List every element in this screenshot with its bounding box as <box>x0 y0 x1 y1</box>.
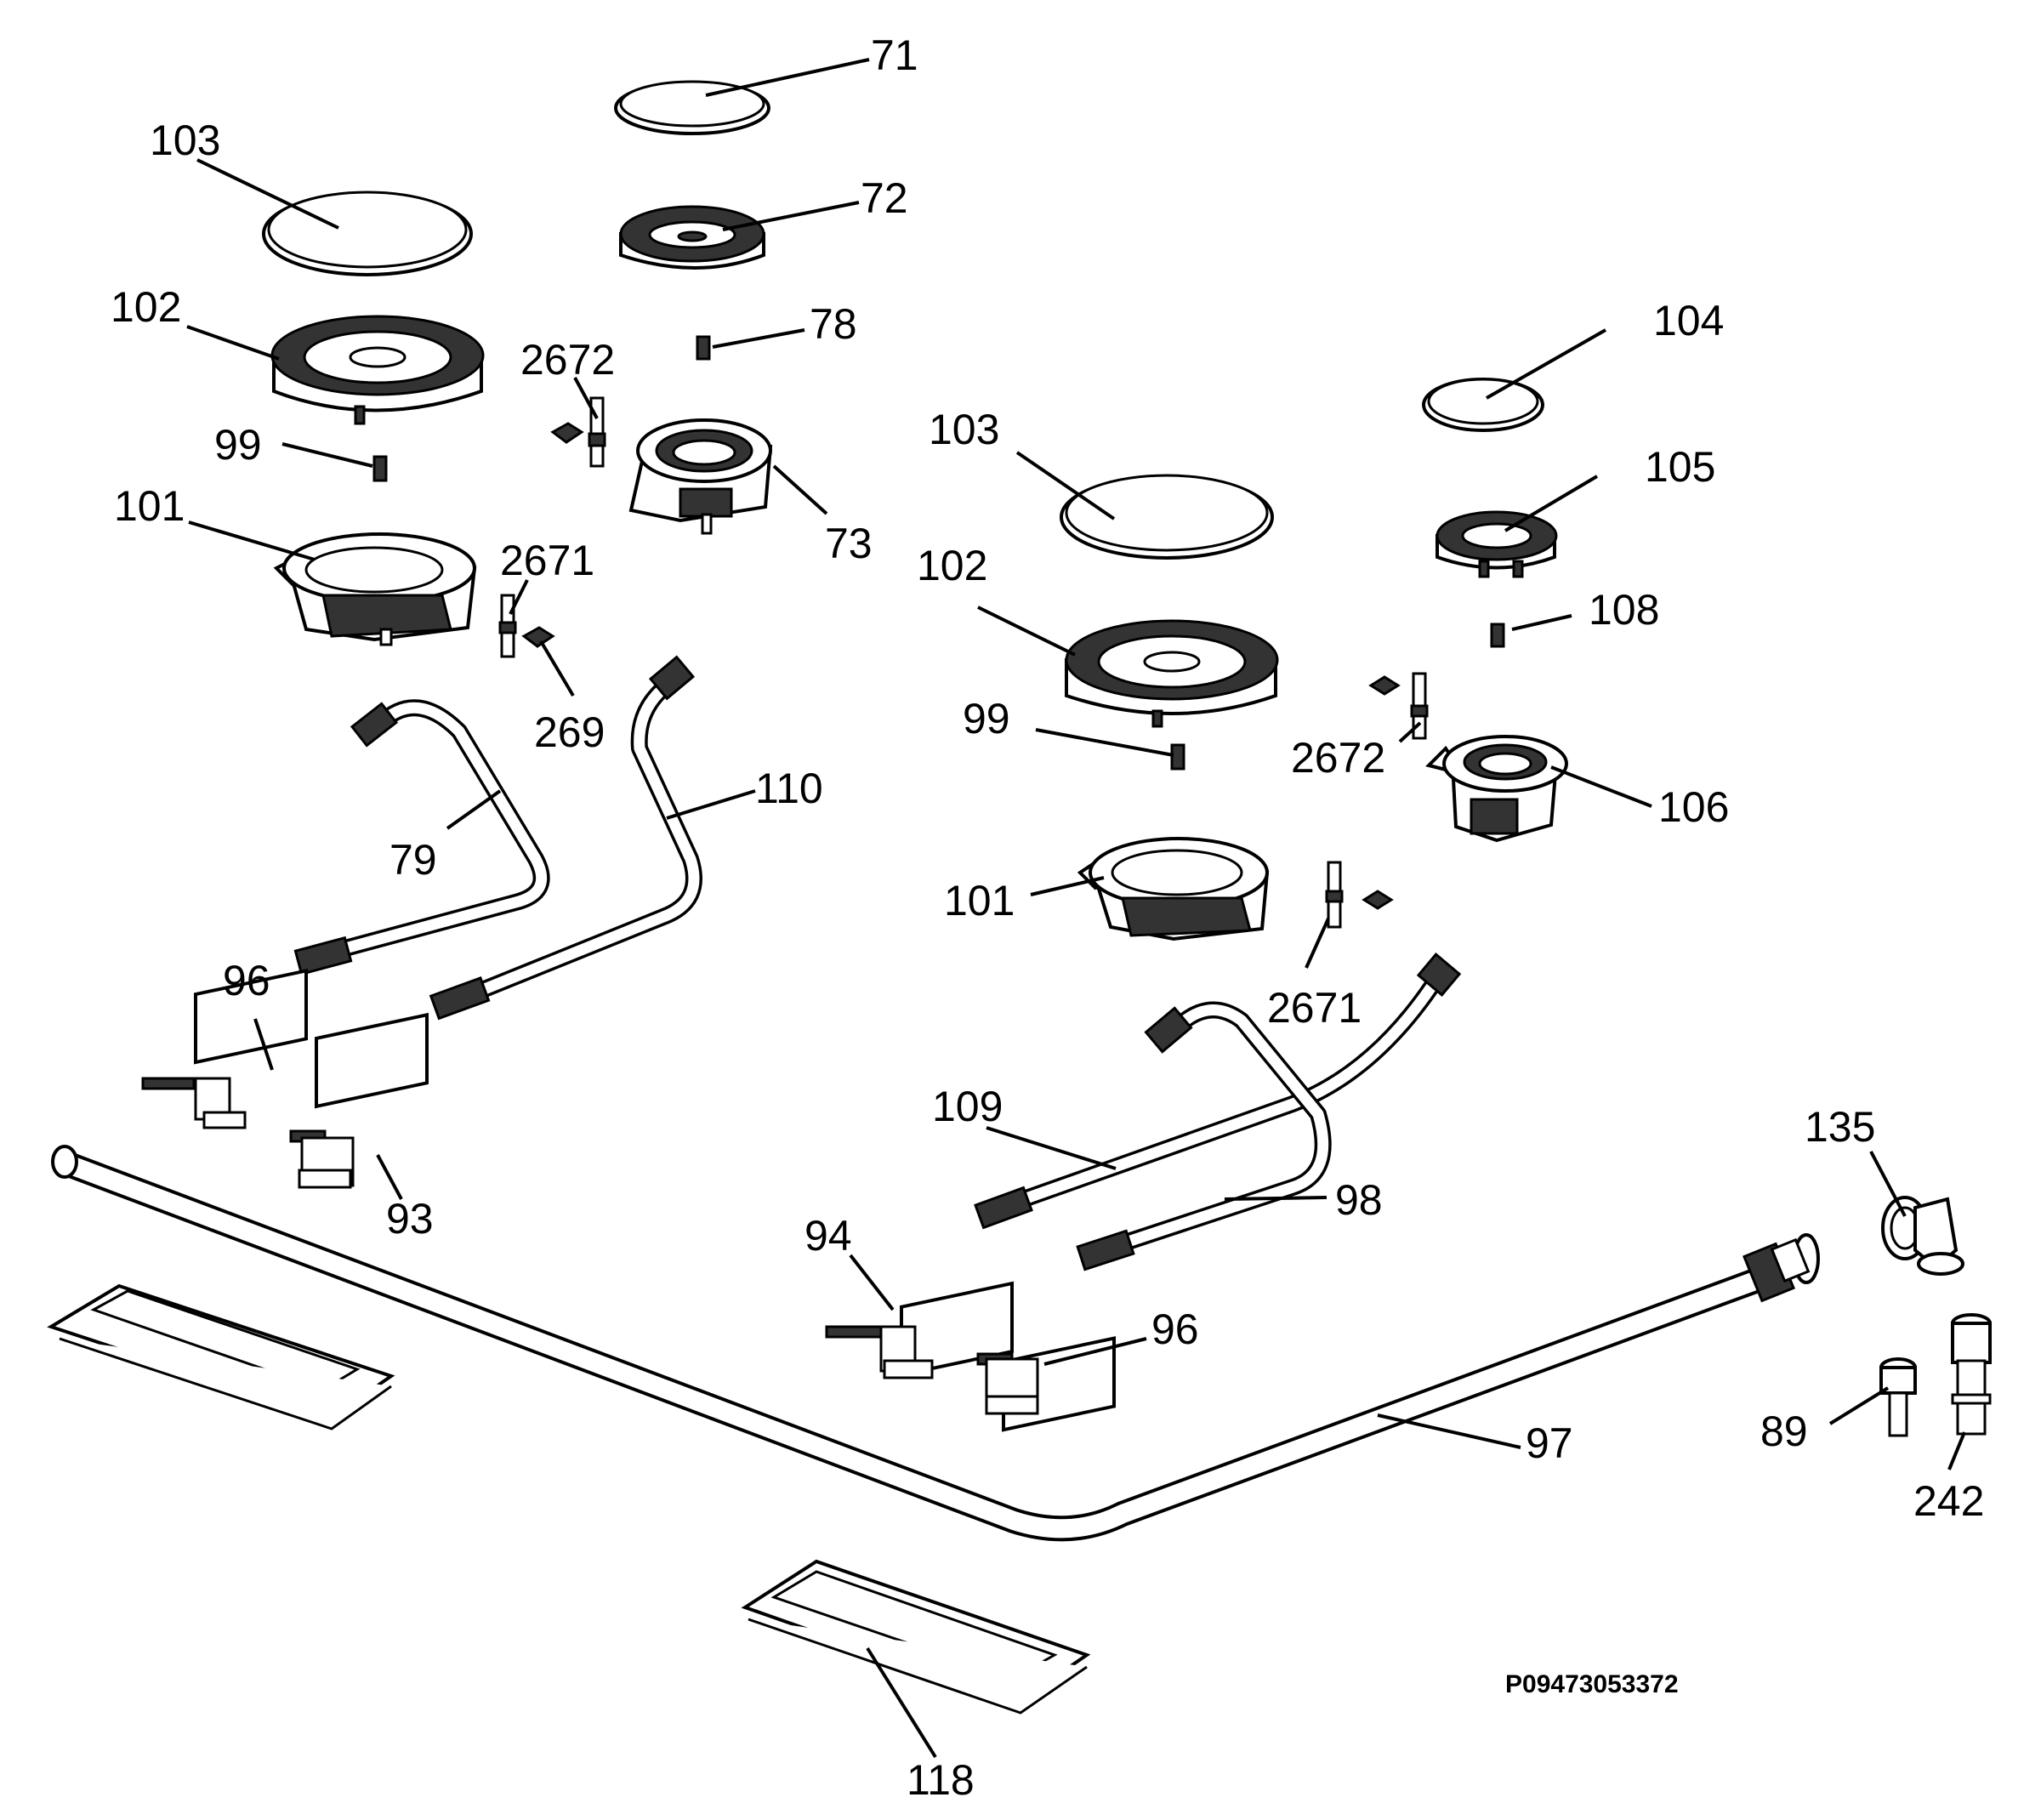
label-101-left: 101 <box>114 482 185 530</box>
label-118: 118 <box>907 1756 975 1804</box>
label-2672-right: 2672 <box>1291 734 1385 782</box>
label-98: 98 <box>1335 1176 1383 1224</box>
label-99-right: 99 <box>963 695 1010 742</box>
label-103-right: 103 <box>929 406 999 453</box>
label-79: 79 <box>389 836 437 884</box>
label-110: 110 <box>755 765 823 812</box>
label-102-right: 102 <box>917 542 987 589</box>
part-93-gas-valve-left[interactable] <box>289 1012 429 1189</box>
part-109-gas-tube[interactable] <box>974 953 1462 1230</box>
part-118-bracket-right[interactable] <box>741 1559 1091 1715</box>
label-96-right: 96 <box>1151 1305 1199 1353</box>
part-2671-electrode-left[interactable] <box>498 594 517 658</box>
part-135-elbow-fitting[interactable] <box>1881 1196 1964 1276</box>
label-102-left: 102 <box>111 283 181 331</box>
part-101-burner-base-left[interactable] <box>273 532 477 646</box>
label-2671-left: 2671 <box>500 537 594 584</box>
label-242: 242 <box>1913 1477 1984 1525</box>
label-104: 104 <box>1653 297 1724 344</box>
part-103-burner-cap-left[interactable] <box>262 191 473 276</box>
part-2672-electrode-left[interactable] <box>550 396 606 468</box>
part-96-gas-valve-left[interactable] <box>141 969 308 1129</box>
part-105-burner-crown[interactable] <box>1436 510 1558 578</box>
part-242-connector[interactable] <box>1951 1313 1992 1436</box>
part-102-burner-crown-right[interactable] <box>1065 619 1279 728</box>
part-110-gas-tube[interactable] <box>429 655 702 1021</box>
label-269: 269 <box>534 708 605 756</box>
part-104-burner-cap-small[interactable] <box>1422 378 1544 432</box>
label-73: 73 <box>825 520 873 567</box>
label-99-left: 99 <box>214 421 262 469</box>
label-135: 135 <box>1805 1103 1875 1151</box>
part-89-hose-nozzle[interactable] <box>1879 1357 1917 1437</box>
label-96-left: 96 <box>223 957 270 1004</box>
part-78-screw[interactable] <box>696 335 711 361</box>
part-94-gas-valve-right[interactable] <box>825 1281 1014 1379</box>
leader-lines <box>186 58 1966 1759</box>
part-99-screw-left[interactable] <box>372 455 388 482</box>
part-2672-electrode-right[interactable] <box>1368 672 1429 740</box>
part-79-gas-tube[interactable] <box>293 699 550 976</box>
part-98-gas-tube[interactable] <box>1076 1001 1332 1271</box>
label-108: 108 <box>1589 586 1659 634</box>
drawing-code: P09473053372 <box>1505 1670 1679 1698</box>
part-108-screw[interactable] <box>1490 623 1505 648</box>
part-96-gas-valve-right[interactable] <box>976 1336 1116 1432</box>
label-109: 109 <box>932 1083 1003 1130</box>
part-71-burner-cap-small[interactable] <box>614 80 770 135</box>
part-73-burner-base[interactable] <box>628 418 773 535</box>
label-71: 71 <box>871 31 918 79</box>
part-72-burner-crown[interactable] <box>619 205 765 270</box>
part-97-gas-rail[interactable] <box>51 1145 1820 1542</box>
label-106: 106 <box>1658 783 1729 831</box>
part-labels: 71 72 103 102 78 2672 99 73 101 2671 269… <box>111 31 1984 1804</box>
label-2671-right: 2671 <box>1267 984 1362 1032</box>
label-97: 97 <box>1526 1419 1573 1467</box>
part-103-burner-cap-right[interactable] <box>1060 474 1274 560</box>
label-101-right: 101 <box>944 877 1015 924</box>
part-2671-electrode-right[interactable] <box>1325 861 1394 929</box>
label-72: 72 <box>861 174 908 222</box>
label-103-left: 103 <box>150 117 220 164</box>
part-269-clip[interactable] <box>521 626 555 648</box>
part-106-burner-base[interactable] <box>1425 735 1568 843</box>
label-93: 93 <box>386 1195 434 1243</box>
part-102-burner-crown-left[interactable] <box>270 315 485 425</box>
label-105: 105 <box>1645 443 1715 491</box>
label-78: 78 <box>810 300 857 348</box>
part-99-screw-right[interactable] <box>1170 743 1185 771</box>
label-89: 89 <box>1760 1408 1808 1455</box>
label-94: 94 <box>804 1212 852 1260</box>
label-2672-left: 2672 <box>520 336 615 384</box>
part-118-bracket-left[interactable] <box>47 1283 395 1430</box>
part-101-burner-base-right[interactable] <box>1077 837 1270 941</box>
